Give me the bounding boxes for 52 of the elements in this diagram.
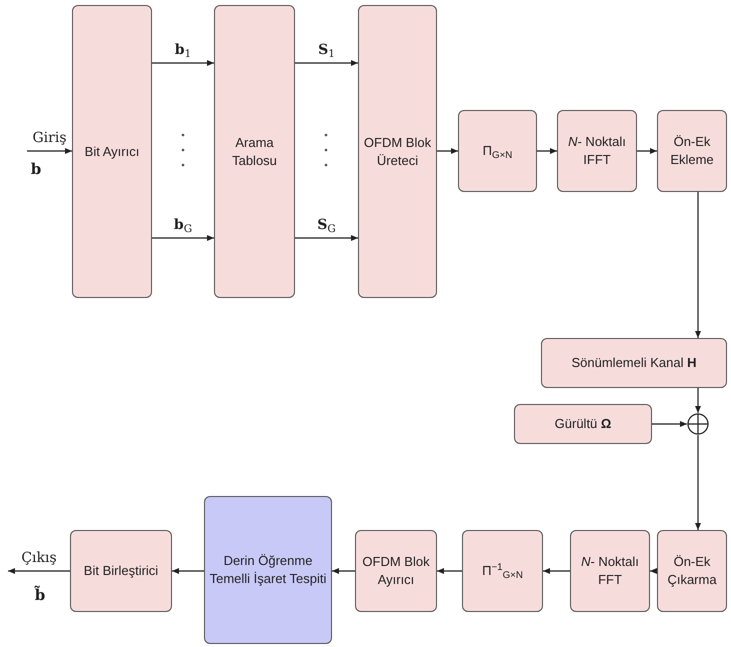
arrow [695, 192, 701, 338]
arrow [652, 421, 687, 427]
process-box [657, 530, 727, 612]
arrow [332, 568, 355, 574]
node-label: OFDM Blok Ayırıcı [361, 553, 431, 589]
process-box [570, 530, 650, 612]
process-box [462, 530, 543, 612]
edge-label: b$_{G}$ [172, 218, 194, 232]
signal-label: b [30, 162, 42, 177]
summing-junction [687, 413, 709, 435]
node-label: N- Noktalı IFFT [567, 133, 627, 169]
process-box [557, 110, 637, 192]
edge-label: Giriş [30, 131, 68, 145]
process-box [70, 530, 172, 612]
node-label: Arama Tablosu [231, 134, 278, 170]
arrow [650, 568, 657, 574]
node-label: Ön-Ek Çıkarma [666, 553, 718, 589]
arrow [637, 148, 657, 154]
node-label: Gürültü Ω [554, 415, 612, 433]
process-box [541, 338, 727, 388]
process-box [514, 404, 652, 444]
node-label: Bit Birleştirici [84, 562, 158, 580]
node-label: Derin Öğrenme Temelli İşaret Tespiti [209, 552, 327, 588]
process-box [204, 496, 332, 644]
arrow [295, 60, 358, 66]
arrow [295, 235, 358, 241]
node-label: OFDM Blok Üreteci [363, 134, 432, 170]
arrow [27, 148, 72, 154]
arrow [437, 148, 458, 154]
node-label: Π$_{G×N}$ [482, 142, 512, 160]
edge-label: S$_{G}$ [315, 218, 338, 232]
process-box [72, 5, 152, 298]
node-label: Sönümlemeli Kanal H [571, 354, 696, 372]
process-box [358, 5, 437, 298]
process-box [458, 110, 537, 192]
process-box [355, 530, 437, 612]
signal-label: b̃ [34, 588, 46, 603]
node-label: N- Noktalı FFT [580, 553, 640, 589]
arrow [152, 235, 214, 241]
arrow [172, 568, 204, 574]
arrow [537, 148, 557, 154]
arrow [8, 568, 70, 574]
arrow [437, 568, 462, 574]
process-box [657, 110, 727, 192]
node-label: Bit Ayırıcı [84, 142, 140, 160]
node-label: Ön-Ek Ekleme [669, 133, 715, 169]
arrow [695, 435, 701, 530]
edge-label: Çıkış [19, 551, 59, 565]
arrow [695, 388, 701, 413]
arrow [543, 568, 570, 574]
arrow [152, 60, 214, 66]
process-box [214, 5, 295, 298]
